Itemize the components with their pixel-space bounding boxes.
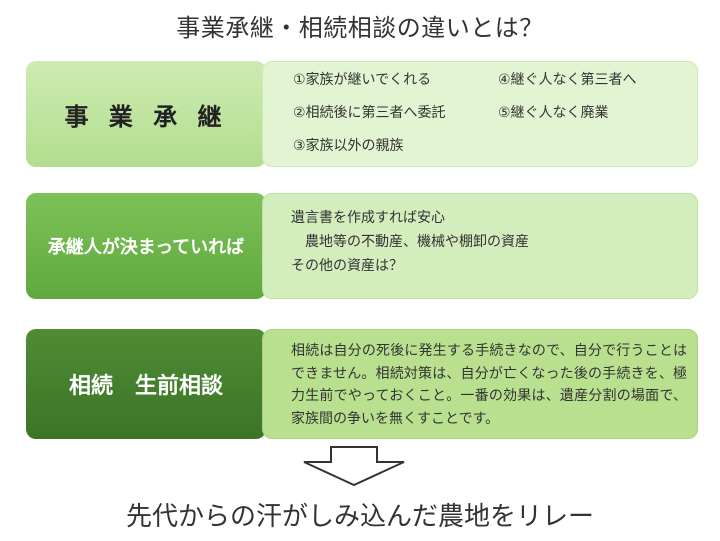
inheritance-consult-panel: 相続は自分の死後に発生する手続きなので、自分で行うことはできません。相続対策は、…	[262, 329, 698, 439]
succession-item-1: ①家族が継いでくれる	[293, 72, 432, 88]
footer-message: 先代からの汗がしみ込んだ農地をリレー	[125, 502, 594, 532]
succession-item-2: ②相続後に第三者へ委託	[293, 105, 446, 121]
succession-item-4: ④継ぐ人なく第三者へ	[498, 72, 637, 88]
down-arrow-icon	[303, 446, 405, 486]
business-succession-label: 事 業 承 継	[26, 61, 266, 167]
successor-line-2: 農地等の不動産、機械や棚卸の資産	[291, 234, 529, 250]
successor-decided-panel: 遺言書を作成すれば安心 農地等の不動産、機械や棚卸の資産 その他の資産は？	[262, 193, 698, 299]
inheritance-consult-row: 相続 生前相談 相続は自分の死後に発生する手続きなので、自分で行うことはできませ…	[26, 329, 698, 439]
inheritance-consult-text: 相続は自分の死後に発生する手続きなので、自分で行うことはできません。相続対策は、…	[291, 343, 687, 427]
page-title: 事業承継・相続相談の違いとは？	[176, 14, 544, 42]
business-succession-row: 事 業 承 継 ①家族が継いでくれる ④継ぐ人なく第三者へ ②相続後に第三者へ委…	[26, 61, 698, 167]
successor-line-1: 遺言書を作成すれば安心	[291, 210, 445, 226]
inheritance-consult-label: 相続 生前相談	[26, 329, 266, 439]
succession-item-3: ③家族以外の親族	[293, 138, 404, 154]
succession-item-5: ⑤継ぐ人なく廃業	[498, 105, 609, 121]
business-succession-panel: ①家族が継いでくれる ④継ぐ人なく第三者へ ②相続後に第三者へ委託 ⑤継ぐ人なく…	[262, 61, 698, 167]
successor-decided-label: 承継人が決まっていれば	[26, 193, 266, 299]
successor-decided-row: 承継人が決まっていれば 遺言書を作成すれば安心 農地等の不動産、機械や棚卸の資産…	[26, 193, 698, 299]
successor-line-3: その他の資産は？	[291, 258, 403, 274]
